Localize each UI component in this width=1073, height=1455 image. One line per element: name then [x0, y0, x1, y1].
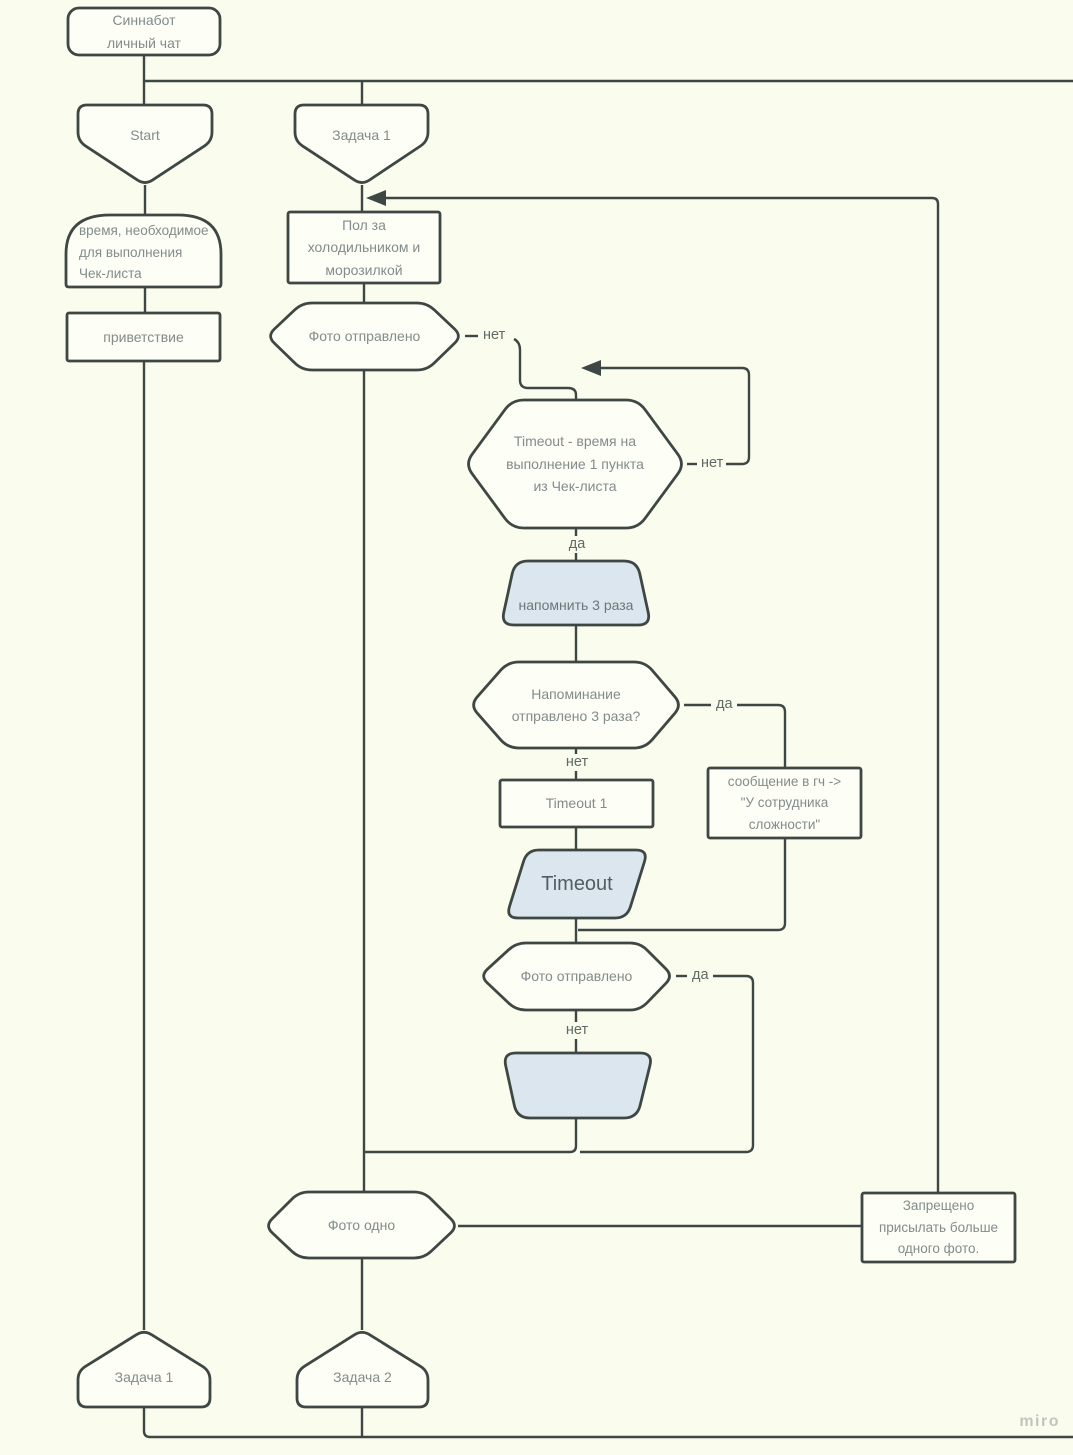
shape-timeout-check[interactable]: [467, 398, 683, 530]
shape-forbidden-note[interactable]: [860, 1191, 1017, 1264]
shape-timeout-delay[interactable]: [507, 848, 647, 920]
shape-photo-sent-1[interactable]: [269, 301, 460, 372]
shape-photo-one[interactable]: [267, 1190, 456, 1260]
edge-label-no-reminder[interactable]: нет: [562, 754, 592, 771]
main-loop-arrowhead-icon: [366, 190, 386, 206]
shape-timeout-1[interactable]: [498, 778, 655, 829]
miro-watermark: miro: [1019, 1413, 1060, 1430]
edge-label-yes-photo2[interactable]: да: [689, 967, 712, 984]
shape-reminder-sent-3[interactable]: [472, 660, 680, 750]
shape-empty-action[interactable]: [503, 1051, 652, 1120]
connector-photo1-no-curve[interactable]: [513, 337, 578, 400]
edge-label-yes-reminder[interactable]: да: [713, 696, 736, 713]
shape-gc-message[interactable]: [706, 766, 863, 840]
shape-task2-bottom[interactable]: [295, 1330, 430, 1409]
shape-remind-3-times[interactable]: [501, 559, 651, 627]
connector-message-join[interactable]: [578, 838, 787, 932]
connector-trap2-join[interactable]: [364, 1118, 578, 1154]
shape-photo-sent-2[interactable]: [482, 941, 671, 1012]
shape-greeting[interactable]: [65, 311, 222, 363]
connector-bottom-line[interactable]: [142, 1407, 1073, 1439]
shape-task1-top[interactable]: [293, 103, 430, 184]
edge-label-no-photo2[interactable]: нет: [562, 1022, 592, 1039]
shape-checklist-time[interactable]: [64, 213, 223, 289]
connector-photo2-yes-loop[interactable]: [580, 974, 755, 1154]
connector-main-loop[interactable]: [370, 196, 940, 1193]
shape-start[interactable]: [76, 103, 214, 184]
timeout-loop-arrowhead-icon: [581, 360, 601, 376]
shape-floor-task[interactable]: [286, 210, 442, 285]
connector-reminder-yes-to-message[interactable]: [737, 703, 787, 768]
shape-task1-bottom[interactable]: [76, 1330, 212, 1409]
edge-label-yes-timeout[interactable]: да: [565, 536, 589, 553]
edge-label-no-timeout[interactable]: нет: [698, 455, 727, 472]
connector-timeout-no-loop[interactable]: [586, 366, 751, 466]
edge-label-no-photo1[interactable]: нет: [480, 327, 509, 344]
shape-group: [64, 6, 1017, 1409]
connector-group: [142, 55, 1073, 1439]
shape-sinnabot-chat[interactable]: [66, 6, 222, 57]
